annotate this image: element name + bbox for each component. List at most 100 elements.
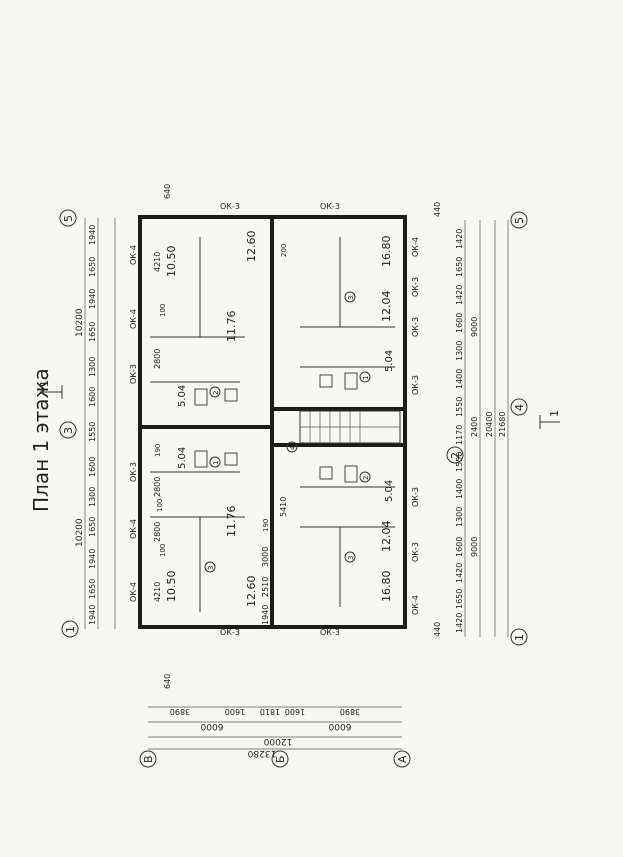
dim-chain: 1400 [455, 369, 464, 389]
dim-chain: 1300 [455, 341, 464, 361]
rotated-drawing: План 1 этажа 1 1 1 3 5 2 4 1 [29, 184, 561, 768]
dim-chain: 1420 [455, 563, 464, 583]
left-dimension-lines: 13280 12000 6000 6000 3890 1600 1810 160… [148, 184, 442, 758]
dim-chain: 1170 [455, 425, 464, 445]
dim-second: 6000 [200, 721, 223, 731]
axis-label: А [396, 755, 409, 763]
dim-chain: 1600 [455, 537, 464, 557]
window-mark: ОК-3 [411, 375, 420, 395]
inner-dim: 100 [156, 499, 164, 512]
dim-overall: 13280 [247, 748, 276, 758]
inner-dim: 100 [159, 304, 167, 317]
inner-dim: 1940 [261, 605, 270, 625]
dim-chain: 3890 [340, 707, 360, 716]
room-areas: 10.50 12.60 11.76 5.04 5.04 11.76 10.50 … [165, 231, 395, 608]
dim-overall: 10200 [75, 308, 85, 337]
window-mark: ОК-4 [129, 309, 138, 329]
marker: 4 [289, 445, 297, 450]
section-mark-top: 1 [38, 380, 63, 399]
room-area: 16.80 [380, 236, 393, 268]
room-area: 5.04 [177, 385, 188, 407]
dim-end: 440 [433, 622, 442, 637]
section-mark-bottom: 1 [539, 410, 561, 429]
inner-dim: 190 [154, 444, 162, 457]
marker: 2 [362, 476, 370, 480]
axis-label: 5 [62, 215, 75, 222]
inner-dim: 100 [159, 544, 167, 557]
inner-dim: 4210 [153, 582, 162, 602]
room-area: 5.04 [384, 480, 395, 502]
dim-chain: 1300 [88, 487, 97, 507]
dim-chain: 1550 [455, 397, 464, 417]
room-area: 11.76 [225, 506, 238, 538]
inner-dim: 200 [280, 244, 288, 257]
dim-chain: 1600 [225, 707, 245, 716]
marker: 1 [212, 461, 220, 465]
inner-dimensions: 4210 2800 2800 2800 4210 100 190 100 194… [153, 244, 288, 625]
window-mark: ОК-3 [220, 628, 240, 637]
window-mark: ОК-3 [129, 462, 138, 482]
window-mark: ОК-4 [129, 245, 138, 265]
inner-dim: 2800 [153, 349, 162, 369]
dim-chain: 1600 [88, 387, 97, 407]
dim-chain: 1940 [88, 605, 97, 625]
section-mark-label: 1 [548, 410, 561, 417]
bathroom-fixtures [194, 372, 358, 483]
windows-top: ОК-4 ОК-4 ОК-3 ОК-3 ОК-4 ОК-4 [129, 245, 138, 602]
dim-chain: 1650 [455, 589, 464, 609]
window-mark: ОК-3 [129, 364, 138, 384]
dim-overall: 9000 [470, 537, 479, 557]
axis-label: 3 [62, 427, 75, 434]
windows-bottom: ОК-4 ОК-3 ОК-3 ОК-3 ОК-3 ОК-3 ОК-4 [411, 237, 420, 615]
dim-chain: 1650 [88, 257, 97, 277]
marker: 2 [212, 391, 220, 395]
bottom-dimension-lines: 1420 1650 1420 1600 1300 1400 1550 1170 … [455, 220, 509, 637]
dim-overall: 10200 [75, 518, 85, 547]
marker: 3 [207, 566, 215, 570]
dim-overall: 2400 [470, 417, 479, 437]
dim-overall: 21680 [498, 412, 507, 437]
building-walls [138, 215, 407, 629]
dim-end: 640 [163, 184, 172, 199]
inner-dim: 3000 [261, 547, 270, 567]
axis-label: Б [274, 755, 287, 763]
marker: 3 [347, 556, 355, 560]
window-mark: ОК-4 [411, 595, 420, 615]
axis-bubbles-bottom: 2 4 1 5 [446, 211, 528, 646]
window-mark: ОК-3 [320, 628, 340, 637]
plan-title: План 1 этажа [29, 368, 53, 512]
inner-dim: 4210 [153, 252, 162, 272]
inner-dim: 5410 [279, 497, 288, 517]
window-mark: ОК-3 [411, 277, 420, 297]
inner-dim: 2800 [153, 477, 162, 497]
window-mark: ОК-3 [411, 317, 420, 337]
room-area: 16.80 [380, 571, 393, 603]
inner-dim: 2510 [261, 577, 270, 597]
dim-overall: 9000 [470, 317, 479, 337]
dim-chain: 1600 [455, 313, 464, 333]
staircase [299, 410, 401, 444]
dim-chain: 1940 [88, 549, 97, 569]
inner-dim: 2800 [153, 522, 162, 542]
dim-chain: 1420 [455, 285, 464, 305]
dim-chain: 1550 [455, 452, 464, 472]
dim-chain: 1940 [88, 289, 97, 309]
room-area: 5.04 [177, 447, 188, 469]
axis-label: В [142, 755, 155, 763]
window-mark: ОК-4 [129, 582, 138, 602]
inner-dim: 190 [262, 519, 270, 532]
window-mark: ОК-4 [411, 237, 420, 257]
dim-chain: 1420 [455, 613, 464, 633]
dim-end: 440 [433, 202, 442, 217]
dim-chain: 1650 [88, 322, 97, 342]
dim-chain: 1420 [455, 229, 464, 249]
dim-chain: 1810 [260, 707, 280, 716]
windows-side: ОК-3 ОК-3 ОК-3 ОК-3 [220, 202, 340, 637]
dim-chain: 1400 [455, 479, 464, 499]
window-mark: ОК-3 [411, 487, 420, 507]
dim-second: 12000 [263, 736, 292, 746]
dim-chain: 1940 [88, 225, 97, 245]
dim-chain: 1650 [455, 257, 464, 277]
dim-chain: 1550 [88, 422, 97, 442]
room-area: 10.50 [165, 571, 178, 603]
